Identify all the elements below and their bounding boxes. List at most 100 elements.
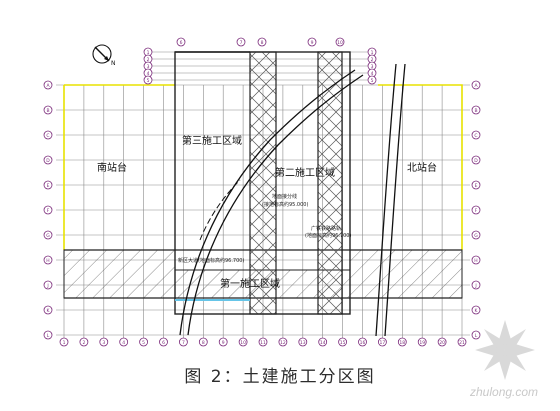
right-axis-bubble: C: [471, 130, 481, 140]
svg-text:18: 18: [399, 340, 405, 346]
bottom-axis-bubble: 13: [298, 337, 308, 347]
left-axis-bubble: F: [43, 205, 53, 215]
top-axis-bubble: 4: [367, 68, 377, 78]
svg-text:G: G: [474, 233, 478, 239]
svg-text:16: 16: [360, 340, 366, 346]
right-axis-bubble: A: [471, 80, 481, 90]
svg-text:A: A: [474, 83, 478, 89]
top-axis-bubble: 10: [335, 37, 345, 47]
svg-text:4: 4: [122, 340, 125, 346]
south-platform-label: 南站台: [97, 161, 127, 174]
zone-two-label: 第二施工区域: [275, 166, 335, 179]
right-axis-bubble: G: [471, 230, 481, 240]
top-axis-bubble: 5: [143, 75, 153, 85]
svg-text:21: 21: [459, 340, 465, 346]
svg-text:H: H: [46, 258, 49, 264]
bottom-axis-bubble: 8: [198, 337, 208, 347]
svg-text:9: 9: [222, 340, 225, 346]
bottom-axis-bubble: 16: [358, 337, 367, 347]
zone-three-label: 第三施工区域: [182, 134, 242, 147]
svg-text:J: J: [46, 283, 48, 289]
zone-one-label: 第一施工区域: [220, 277, 280, 290]
svg-text:J: J: [474, 283, 476, 289]
top-axis-bubble: 2: [367, 54, 377, 64]
left-axis-bubble: L: [43, 330, 53, 340]
pier-annotation: 地面接分线: [272, 193, 297, 200]
watermark-text: zhulong.com: [470, 385, 539, 399]
svg-text:B: B: [474, 108, 477, 114]
bottom-axis-bubble: 21: [457, 337, 467, 347]
right-axis-bubble: B: [471, 105, 481, 115]
svg-text:10: 10: [337, 40, 343, 46]
bottom-axis-bubble: 17: [377, 337, 387, 347]
svg-text:5: 5: [147, 78, 150, 84]
bottom-axis-bubble: 18: [397, 337, 407, 347]
bottom-axis-bubble: 6: [159, 337, 168, 347]
right-axis-bubble: L: [471, 330, 481, 340]
bottom-axis-bubble: 20: [437, 337, 447, 347]
left-axis-bubble: E: [43, 180, 53, 190]
svg-text:6: 6: [180, 40, 183, 46]
svg-text:17: 17: [380, 340, 386, 346]
svg-text:N: N: [111, 60, 116, 67]
right-axis-bubble: D: [471, 155, 481, 165]
left-axis-bubble: J: [43, 280, 53, 290]
svg-text:19: 19: [419, 340, 425, 346]
svg-text:2: 2: [82, 340, 85, 346]
right-axis-bubble: J: [471, 280, 481, 290]
svg-text:3: 3: [102, 340, 105, 346]
pier-strips: [249, 51, 343, 315]
svg-text:1: 1: [63, 340, 66, 346]
platform-outline: [63, 84, 463, 250]
bottom-axis-bubble: 3: [99, 337, 109, 347]
bottom-axis-bubble: 1: [59, 337, 69, 347]
rail-annotation: 广铁铁路路轨: [311, 225, 341, 232]
top-axis-bubble: 8: [257, 37, 267, 47]
bottom-axis-bubble: 15: [338, 337, 348, 347]
svg-text:D: D: [46, 158, 50, 164]
svg-text:1: 1: [147, 50, 150, 56]
svg-text:3: 3: [371, 64, 374, 70]
svg-text:H: H: [474, 258, 477, 264]
svg-text:L: L: [47, 333, 50, 339]
svg-text:11: 11: [260, 340, 266, 346]
svg-text:10: 10: [240, 340, 246, 346]
bottom-axis-bubble: 10: [238, 337, 248, 347]
curved-tracks: [179, 63, 406, 337]
bottom-axis-bubble: 5: [139, 337, 149, 347]
rail-annotation-note: (地面标高约96.700): [305, 232, 351, 239]
svg-text:E: E: [475, 183, 478, 189]
svg-text:9: 9: [311, 40, 314, 46]
left-axis-bubble: G: [43, 230, 53, 240]
top-axis-bubble: 5: [367, 75, 377, 85]
north-arrow-icon: N: [92, 44, 116, 67]
watermark-logo-icon: [475, 320, 535, 380]
svg-text:4: 4: [371, 71, 374, 77]
svg-text:B: B: [46, 108, 49, 114]
svg-text:5: 5: [371, 78, 374, 84]
bottom-axis-bubble: 9: [218, 337, 228, 347]
north-platform-label: 北站台: [407, 161, 437, 174]
top-axis-bubble: 7: [236, 37, 246, 47]
top-axis-bubble: 6: [176, 37, 186, 47]
svg-text:20: 20: [439, 340, 445, 346]
top-axis-bubble: 9: [307, 37, 317, 47]
svg-text:C: C: [474, 133, 477, 139]
svg-text:13: 13: [300, 340, 306, 346]
bottom-axis-bubble: 2: [79, 337, 89, 347]
svg-text:K: K: [47, 308, 51, 314]
svg-text:2: 2: [371, 57, 374, 63]
left-axis-bubble: D: [43, 155, 53, 165]
svg-text:L: L: [475, 333, 478, 339]
svg-text:K: K: [475, 308, 479, 314]
svg-text:5: 5: [142, 340, 145, 346]
svg-text:A: A: [46, 83, 50, 89]
bottom-axis-bubble: 14: [318, 337, 328, 347]
svg-text:E: E: [47, 183, 50, 189]
right-axis-bubble: H: [471, 255, 481, 265]
